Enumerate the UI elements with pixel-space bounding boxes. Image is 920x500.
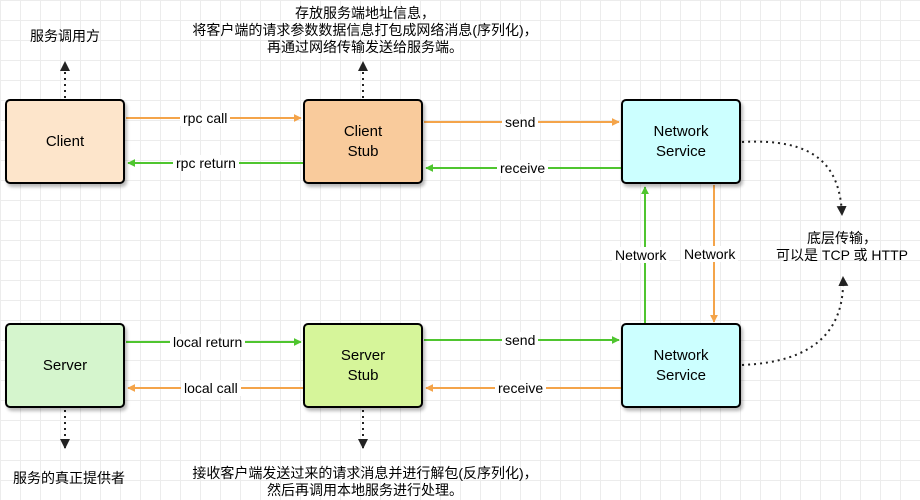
client-stub-note: 存放服务端地址信息， 将客户端的请求参数数据信息打包成网络消息(序列化)， 再通…: [192, 5, 538, 55]
local-return-label: local return: [170, 334, 246, 350]
network-up-label: Network: [612, 247, 670, 263]
network-service-bottom-box: Network Service: [621, 323, 741, 408]
send-top-label: send: [502, 114, 539, 130]
client-stub-box: Client Stub: [303, 99, 423, 184]
receive-bottom-label: receive: [495, 380, 547, 396]
network-service-top-box: Network Service: [621, 99, 741, 184]
rpc-call-label: rpc call: [180, 110, 231, 126]
send-bottom-label: send: [502, 332, 539, 348]
server-note: 服务的真正提供者: [13, 470, 125, 486]
local-call-label: local call: [181, 380, 241, 396]
transport-curve-bottom: [741, 276, 849, 366]
client-box: Client: [5, 99, 125, 184]
transport-curve-top: [741, 140, 847, 216]
server-stub-box: Server Stub: [303, 323, 423, 408]
client-note: 服务调用方: [30, 28, 100, 44]
rpc-return-label: rpc return: [173, 155, 239, 171]
receive-top-label: receive: [497, 160, 549, 176]
server-stub-note: 接收客户端发送过来的请求消息并进行解包(反序列化)， 然后再调用本地服务进行处理…: [192, 465, 538, 498]
server-box: Server: [5, 323, 125, 408]
transport-note: 底层传输， 可以是 TCP 或 HTTP: [776, 230, 908, 263]
network-down-label: Network: [681, 246, 739, 262]
